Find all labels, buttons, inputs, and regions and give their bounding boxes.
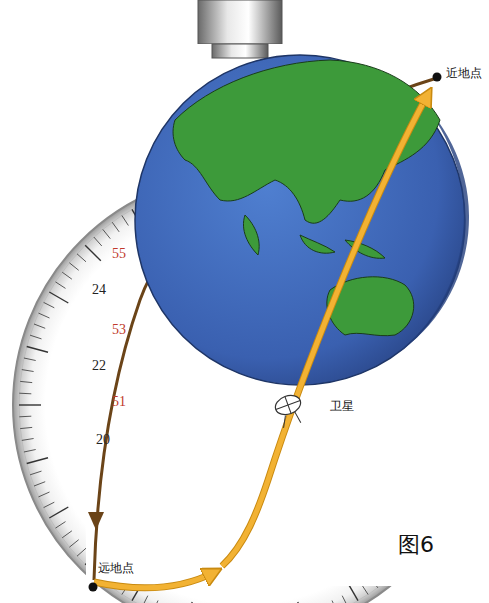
dial-number: 22 <box>92 358 106 373</box>
tick-mark <box>187 602 193 603</box>
tick-mark <box>332 601 337 603</box>
figure-number: 图6 <box>398 533 434 557</box>
perigee-dot <box>433 73 442 82</box>
dial-number: 55 <box>112 246 126 261</box>
tick-mark <box>122 216 128 226</box>
tick-mark <box>22 439 34 441</box>
tick-mark <box>24 450 36 453</box>
tick-mark <box>298 602 304 603</box>
satellite-label: 卫星 <box>330 400 354 413</box>
tick-mark <box>77 254 86 262</box>
dial-number: 53 <box>112 322 126 337</box>
tick-mark <box>342 596 347 603</box>
figure-label-box <box>366 522 480 576</box>
apogee-label: 远地点 <box>98 562 134 575</box>
tick-mark <box>19 416 31 418</box>
tick-mark <box>20 381 32 382</box>
tick-mark <box>49 292 68 303</box>
tick-mark <box>39 313 50 318</box>
tick-mark <box>103 229 111 238</box>
tick-mark <box>112 222 119 232</box>
crown-stem <box>212 44 268 58</box>
tick-mark <box>39 492 50 497</box>
apogee-dot <box>89 583 98 592</box>
tick-mark <box>20 427 32 428</box>
dial-number: 51 <box>112 394 126 409</box>
orbit-arrow <box>88 512 104 530</box>
tick-mark <box>19 404 41 405</box>
tick-mark <box>44 302 55 307</box>
tick-mark <box>34 482 45 486</box>
tick-mark <box>27 458 48 464</box>
crown <box>198 0 282 44</box>
tick-mark <box>85 245 101 261</box>
tick-mark <box>62 531 72 538</box>
tick-mark <box>44 502 55 507</box>
tick-mark <box>19 393 31 395</box>
tick-mark <box>27 347 48 353</box>
satellite-icon <box>273 392 308 429</box>
dial-number: 24 <box>92 282 106 297</box>
tick-mark <box>69 263 78 271</box>
tick-mark <box>22 370 34 372</box>
tick-mark <box>153 601 158 603</box>
tick-mark <box>69 540 78 548</box>
tick-mark <box>49 507 68 518</box>
tick-mark <box>62 272 72 279</box>
earth <box>135 55 465 385</box>
tick-mark <box>56 522 66 529</box>
tick-mark <box>30 471 41 475</box>
tick-mark <box>142 596 147 603</box>
tick-mark <box>30 335 41 339</box>
continents <box>173 60 440 336</box>
tick-mark <box>24 358 36 361</box>
orbit-front <box>222 94 428 566</box>
tick-mark <box>77 548 86 556</box>
tick-mark <box>56 282 66 289</box>
tick-mark <box>34 324 45 328</box>
dial-number: 20 <box>96 432 110 447</box>
tick-mark <box>94 237 102 246</box>
perigee-label: 近地点 <box>446 67 482 80</box>
